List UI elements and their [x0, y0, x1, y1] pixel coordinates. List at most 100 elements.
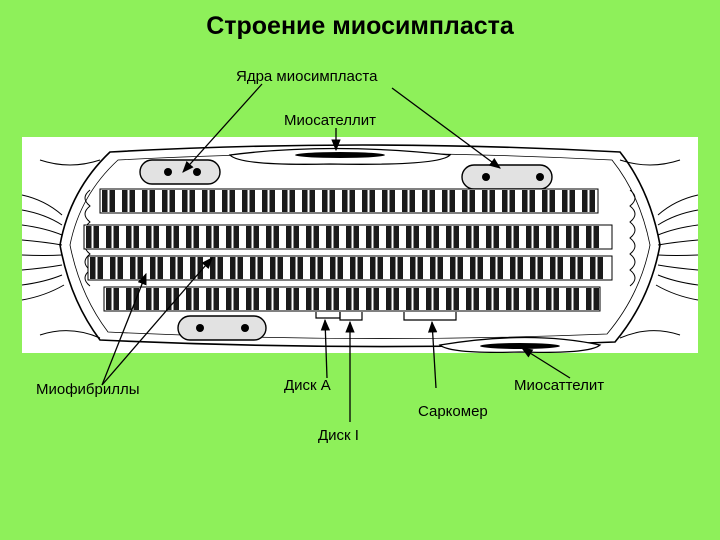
h-zone — [587, 190, 590, 212]
label-disk-i: Диск I — [318, 427, 359, 444]
h-zone — [195, 257, 198, 279]
h-zone — [331, 226, 334, 248]
h-zone — [111, 288, 114, 310]
h-zone — [475, 257, 478, 279]
h-zone — [171, 288, 174, 310]
h-zone — [495, 257, 498, 279]
label-disk-a: Диск А — [284, 377, 331, 394]
h-zone — [451, 226, 454, 248]
h-zone — [471, 226, 474, 248]
h-zone — [455, 257, 458, 279]
leader-myofibril-2 — [101, 257, 213, 386]
leader-sarcomere — [427, 320, 438, 389]
h-zone — [131, 226, 134, 248]
leader-myosatellite-bottom — [521, 347, 571, 379]
h-zone — [111, 226, 114, 248]
h-zone — [407, 190, 410, 212]
h-zone — [575, 257, 578, 279]
label-myosatellite-bottom: Миосаттелит — [514, 377, 605, 394]
h-zone — [175, 257, 178, 279]
h-zone — [231, 288, 234, 310]
leader-nucleus-right — [391, 87, 501, 169]
h-zone — [535, 257, 538, 279]
h-zone — [215, 257, 218, 279]
nucleus-top-right — [461, 164, 553, 190]
h-zone — [431, 288, 434, 310]
h-zone — [367, 190, 370, 212]
h-zone — [415, 257, 418, 279]
label-myosatellite-top: Миосателлит — [284, 112, 377, 129]
h-zone — [91, 226, 94, 248]
myofibrils-group — [83, 188, 613, 312]
label-nuclei: Ядра миосимпласта — [236, 68, 378, 85]
h-zone — [95, 257, 98, 279]
h-zone — [127, 190, 130, 212]
h-zone — [547, 190, 550, 212]
h-zone — [427, 190, 430, 212]
h-zone — [435, 257, 438, 279]
h-zone — [167, 190, 170, 212]
h-zone — [291, 226, 294, 248]
h-zone — [115, 257, 118, 279]
right-connective-fibers — [619, 159, 699, 339]
leader-nucleus-left — [182, 83, 263, 173]
h-zone — [187, 190, 190, 212]
h-zone — [355, 257, 358, 279]
h-zone — [395, 257, 398, 279]
h-zone — [571, 226, 574, 248]
h-zone — [515, 257, 518, 279]
h-zone — [235, 257, 238, 279]
h-zone — [551, 226, 554, 248]
h-zone — [591, 226, 594, 248]
h-zone — [307, 190, 310, 212]
h-zone — [291, 288, 294, 310]
h-zone — [267, 190, 270, 212]
h-zone — [315, 257, 318, 279]
h-zone — [531, 226, 534, 248]
h-zone — [227, 190, 230, 212]
disk-brackets — [315, 312, 457, 321]
h-zone — [155, 257, 158, 279]
label-sarcomere: Саркомер — [418, 403, 488, 420]
fiber-inner-outline — [69, 153, 651, 339]
h-zone — [151, 288, 154, 310]
h-zone — [331, 288, 334, 310]
h-zone — [287, 190, 290, 212]
h-zone — [411, 288, 414, 310]
h-zone — [211, 226, 214, 248]
h-zone — [271, 226, 274, 248]
h-zone — [147, 190, 150, 212]
h-zone — [591, 288, 594, 310]
h-zone — [527, 190, 530, 212]
h-zone — [391, 288, 394, 310]
h-zone — [411, 226, 414, 248]
h-zone — [555, 257, 558, 279]
h-zone — [467, 190, 470, 212]
h-zone — [311, 288, 314, 310]
h-zone — [131, 288, 134, 310]
h-zone — [371, 288, 374, 310]
label-myofibrils: Миофибриллы — [36, 381, 140, 398]
h-zone — [511, 288, 514, 310]
h-zone — [151, 226, 154, 248]
h-zone — [231, 226, 234, 248]
h-zone — [551, 288, 554, 310]
myosatellite-bottom-nucleus — [480, 343, 560, 349]
h-zone — [375, 257, 378, 279]
disk-i-bracket — [339, 312, 363, 321]
h-zone — [347, 190, 350, 212]
h-zone — [567, 190, 570, 212]
myosatellite-top-nucleus — [295, 152, 385, 158]
h-zone — [171, 226, 174, 248]
h-zone — [351, 226, 354, 248]
h-zone — [135, 257, 138, 279]
h-zone — [571, 288, 574, 310]
h-zone — [431, 226, 434, 248]
h-zone — [391, 226, 394, 248]
h-zone — [335, 257, 338, 279]
h-zone — [211, 288, 214, 310]
h-zone — [487, 190, 490, 212]
fiber-outline — [59, 144, 661, 348]
h-zone — [107, 190, 110, 212]
